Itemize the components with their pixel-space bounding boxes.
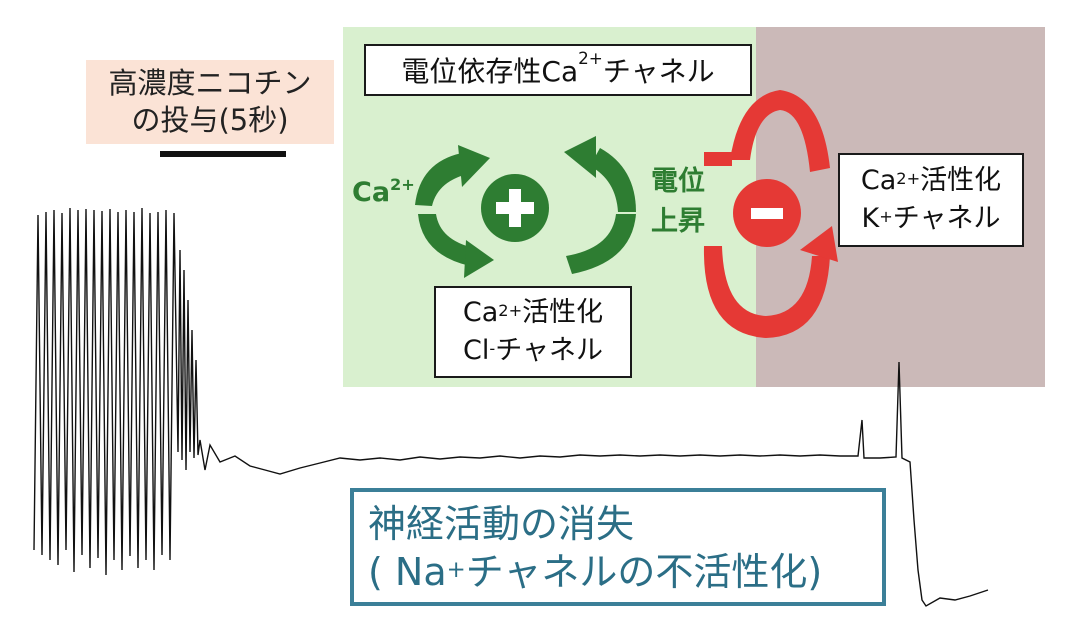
ca-ion-label-sup: 2+ (390, 175, 415, 194)
voltage-rise-line1: 電位 (651, 166, 705, 197)
cl-line2-pre: Cl (463, 335, 490, 366)
conclusion-line2-sup: + (446, 557, 466, 583)
conclusion-line2-pre: ( Na (368, 550, 447, 594)
k-channel-box: Ca2+活性化 K+チャネル (838, 153, 1024, 247)
ca-ion-label: Ca2+ (352, 175, 415, 208)
vgcc-label-box: 電位依存性Ca2+チャネル (364, 44, 752, 96)
cl-line1-pre: Ca (462, 297, 499, 328)
red-arrow-top (704, 90, 830, 172)
conclusion-box: 神経活動の消失 ( Na+チャネルの不活性化) (350, 488, 886, 606)
k-line1-sup: 2+ (896, 169, 921, 188)
k-line1-post: 活性化 (920, 165, 1002, 196)
conclusion-line2-post: チャネルの不活性化) (465, 550, 823, 594)
k-line1-pre: Ca (860, 165, 897, 196)
stimulus-line1: 高濃度ニコチン (108, 66, 312, 100)
cl-channel-box: Ca2+活性化 Cl-チャネル (434, 286, 632, 378)
vgcc-label-post: チャネル (602, 55, 715, 88)
green-arrow-bottom-left (418, 214, 494, 278)
membrane-potential-trace (33, 207, 989, 607)
k-line2-post: チャネル (892, 203, 1001, 234)
stimulus-line2: の投与(5秒) (131, 103, 289, 137)
stimulus-label: 高濃度ニコチン の投与(5秒) (86, 60, 334, 144)
conclusion-line1: 神経活動の消失 (368, 502, 635, 546)
vgcc-label-sup: 2+ (578, 48, 603, 68)
red-arrow-bottom (703, 226, 838, 338)
cl-line2-sup: - (489, 339, 496, 358)
cl-line1-sup: 2+ (498, 301, 523, 320)
green-arrow-top-right (564, 136, 636, 212)
cl-line2-post: チャネル (495, 335, 603, 366)
k-line2-pre: K (861, 203, 880, 234)
vgcc-label-pre: 電位依存性Ca (401, 55, 579, 88)
voltage-rise-line2: 上昇 (651, 206, 705, 237)
green-arrow-top-left (415, 145, 490, 206)
green-arrow-bottom-right (566, 214, 636, 274)
ca-ion-label-text: Ca (352, 177, 391, 208)
voltage-rise-label: 電位 上昇 (646, 162, 710, 242)
cl-line1-post: 活性化 (522, 297, 604, 328)
k-line2-sup: + (879, 207, 893, 226)
stimulus-duration-bar (160, 151, 286, 157)
